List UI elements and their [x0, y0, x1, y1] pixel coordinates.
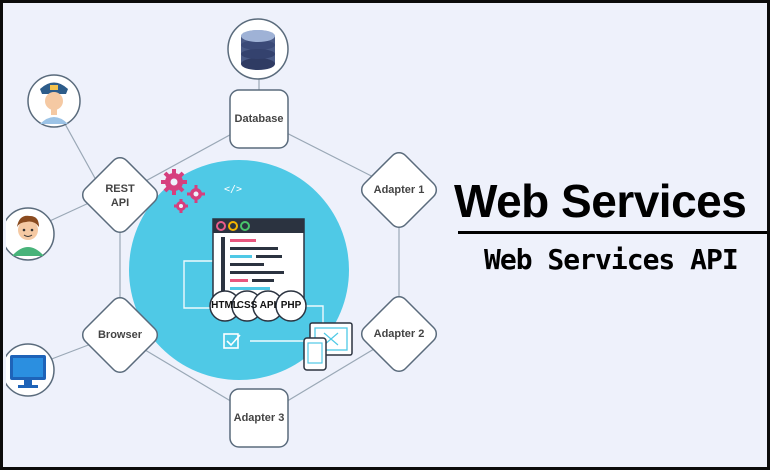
code-tag-icon: </>: [224, 184, 242, 195]
police-avatar-icon: [27, 74, 81, 128]
adapter1-label: Adapter 1: [373, 184, 425, 196]
adapter3-label: Adapter 3: [233, 412, 285, 424]
database-node: [229, 89, 289, 149]
gear-icon: [161, 169, 205, 213]
checkbox-icon: [223, 333, 241, 349]
page-title: Web Services: [454, 175, 747, 227]
rest-api-node: [81, 156, 159, 234]
device-icon: [303, 322, 353, 371]
badge-css-label: CSS: [236, 300, 258, 311]
browser-node: [81, 296, 159, 374]
badge-api-label: API: [259, 300, 277, 311]
web-services-diagram: </>: [6, 18, 438, 448]
badge-php: [275, 290, 307, 322]
badge-html-label: HTML: [211, 300, 239, 311]
rest-api-label: REST API: [105, 183, 135, 209]
adapter1-node: [360, 151, 438, 229]
node-shapes: [81, 89, 438, 448]
user-avatar-icon: [6, 207, 55, 261]
monitor-icon: [6, 343, 55, 397]
page-subtitle: Web Services API: [484, 243, 739, 276]
browser-label: Browser: [97, 329, 143, 341]
adapter2-node: [360, 295, 438, 373]
canvas: </>: [6, 6, 767, 464]
title-underline: [458, 231, 767, 234]
database-icon: [227, 18, 289, 80]
tech-badges: [209, 290, 307, 322]
badge-php-label: PHP: [280, 300, 302, 311]
database-label: Database: [234, 113, 284, 125]
adapter3-node: [229, 388, 289, 448]
adapter2-label: Adapter 2: [373, 328, 425, 340]
